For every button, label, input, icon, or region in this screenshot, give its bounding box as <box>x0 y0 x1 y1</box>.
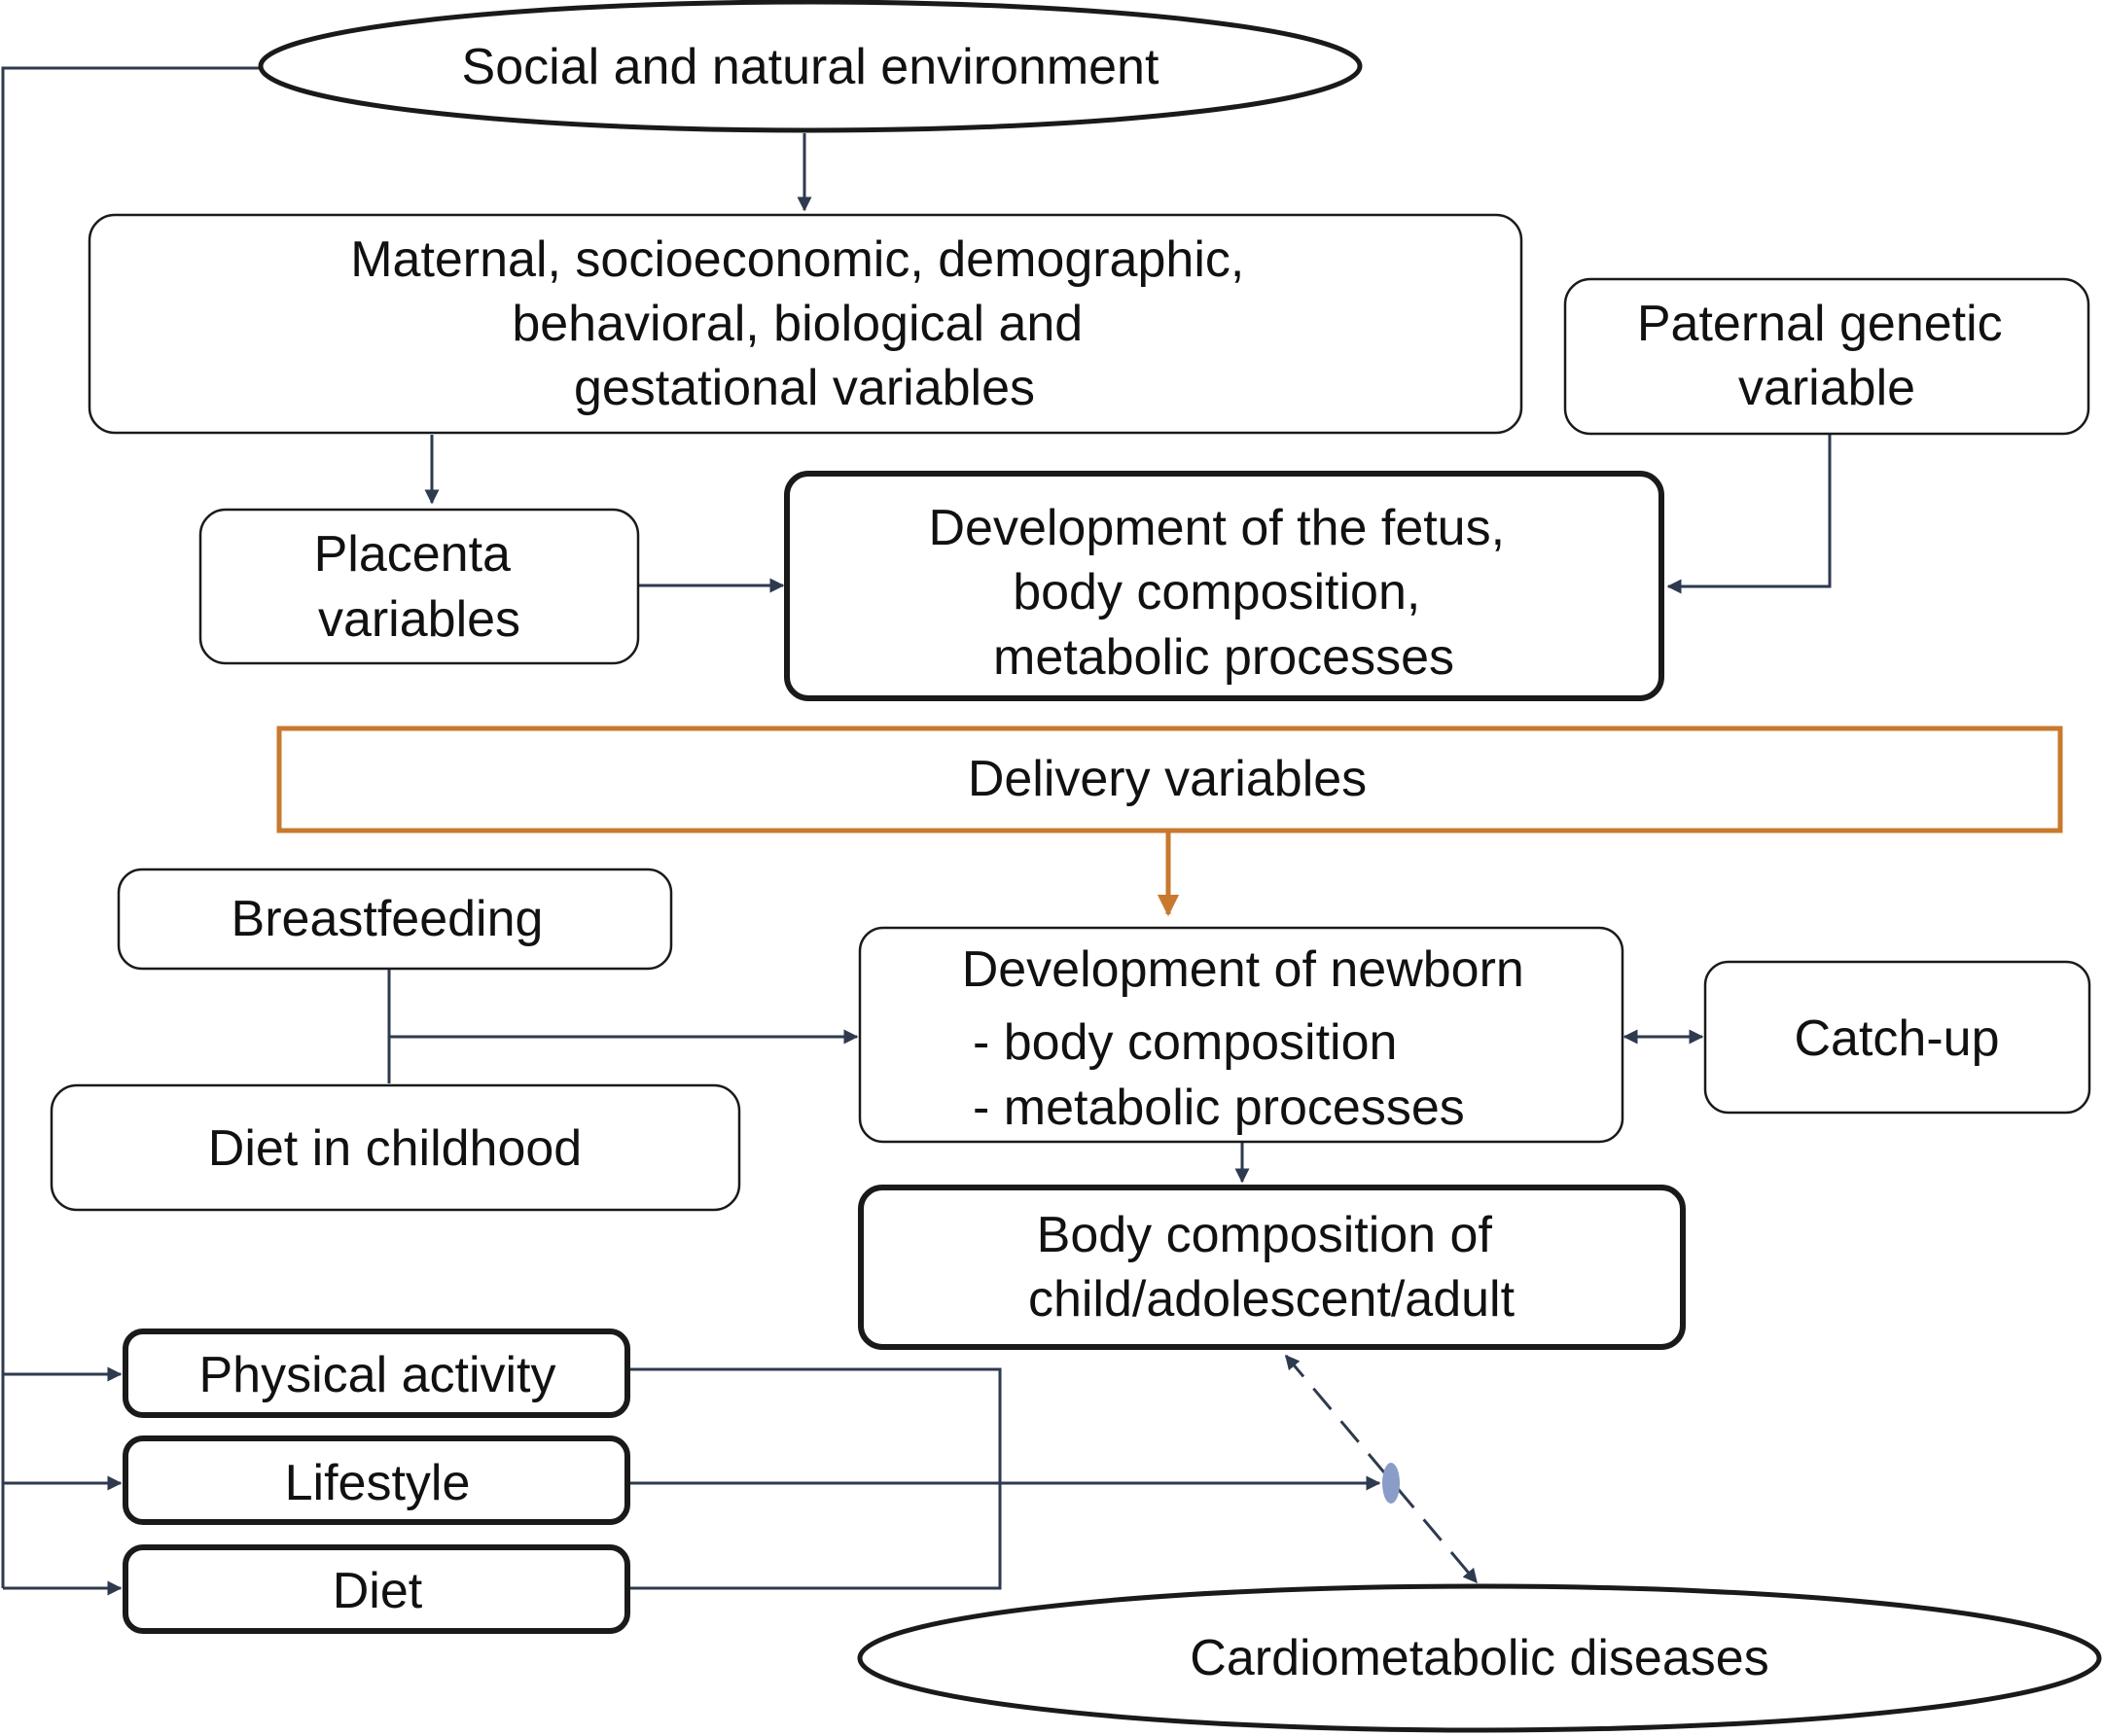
node-environment: Social and natural environment <box>258 0 1363 133</box>
node-newborn-text: Development of newborn - body compositio… <box>962 941 1539 1136</box>
node-catchup: Catch-up <box>1703 960 2091 1115</box>
node-maternal-text: Maternal, socioeconomic, demographic, be… <box>350 231 1259 416</box>
node-cardiometabolic-text: Cardiometabolic diseases <box>1190 1630 1768 1686</box>
node-placenta: Placenta variables <box>198 508 640 665</box>
node-fetus: Development of the fetus, body compositi… <box>784 471 1664 701</box>
node-placenta-text: Placenta variables <box>314 526 525 648</box>
node-body-composition-text: Body composition of child/adolescent/adu… <box>1028 1207 1516 1328</box>
node-breastfeeding: Breastfeeding <box>117 868 673 971</box>
node-cardiometabolic: Cardiometabolic diseases <box>857 1583 2102 1733</box>
node-fetus-text: Development of the fetus, body compositi… <box>928 500 1518 686</box>
node-delivery-text: Delivery variables <box>968 751 1367 807</box>
node-diet-childhood-text: Diet in childhood <box>208 1120 582 1177</box>
junction-dot <box>1382 1463 1400 1504</box>
connectors <box>1 66 1832 1596</box>
node-catchup-text: Catch-up <box>1795 1010 2000 1067</box>
node-physical-activity: Physical activity <box>123 1329 630 1418</box>
node-environment-text: Social and natural environment <box>462 39 1159 95</box>
node-body-composition: Body composition of child/adolescent/adu… <box>858 1185 1686 1350</box>
node-lifestyle-text: Lifestyle <box>285 1455 471 1511</box>
node-newborn: Development of newborn - body compositio… <box>858 926 1624 1144</box>
node-physical-activity-text: Physical activity <box>199 1347 556 1403</box>
edge-environment-left-trunk <box>1 66 261 1588</box>
node-breastfeeding-text: Breastfeeding <box>232 891 544 947</box>
node-paternal: Paternal genetic variable <box>1563 277 2090 436</box>
node-delivery: Delivery variables <box>276 726 2063 833</box>
node-diet: Diet <box>123 1544 630 1634</box>
edge-physical-activity-diet-bracket <box>630 1367 1002 1590</box>
node-diet-childhood: Diet in childhood <box>50 1083 741 1212</box>
node-lifestyle: Lifestyle <box>123 1435 630 1525</box>
node-paternal-text: Paternal genetic variable <box>1637 296 2016 416</box>
edge-body-composition-cardiometabolic <box>1284 1354 1479 1584</box>
node-diet-text: Diet <box>333 1563 423 1619</box>
node-maternal: Maternal, socioeconomic, demographic, be… <box>88 213 1523 435</box>
edge-paternal-to-fetus <box>1666 435 1832 594</box>
